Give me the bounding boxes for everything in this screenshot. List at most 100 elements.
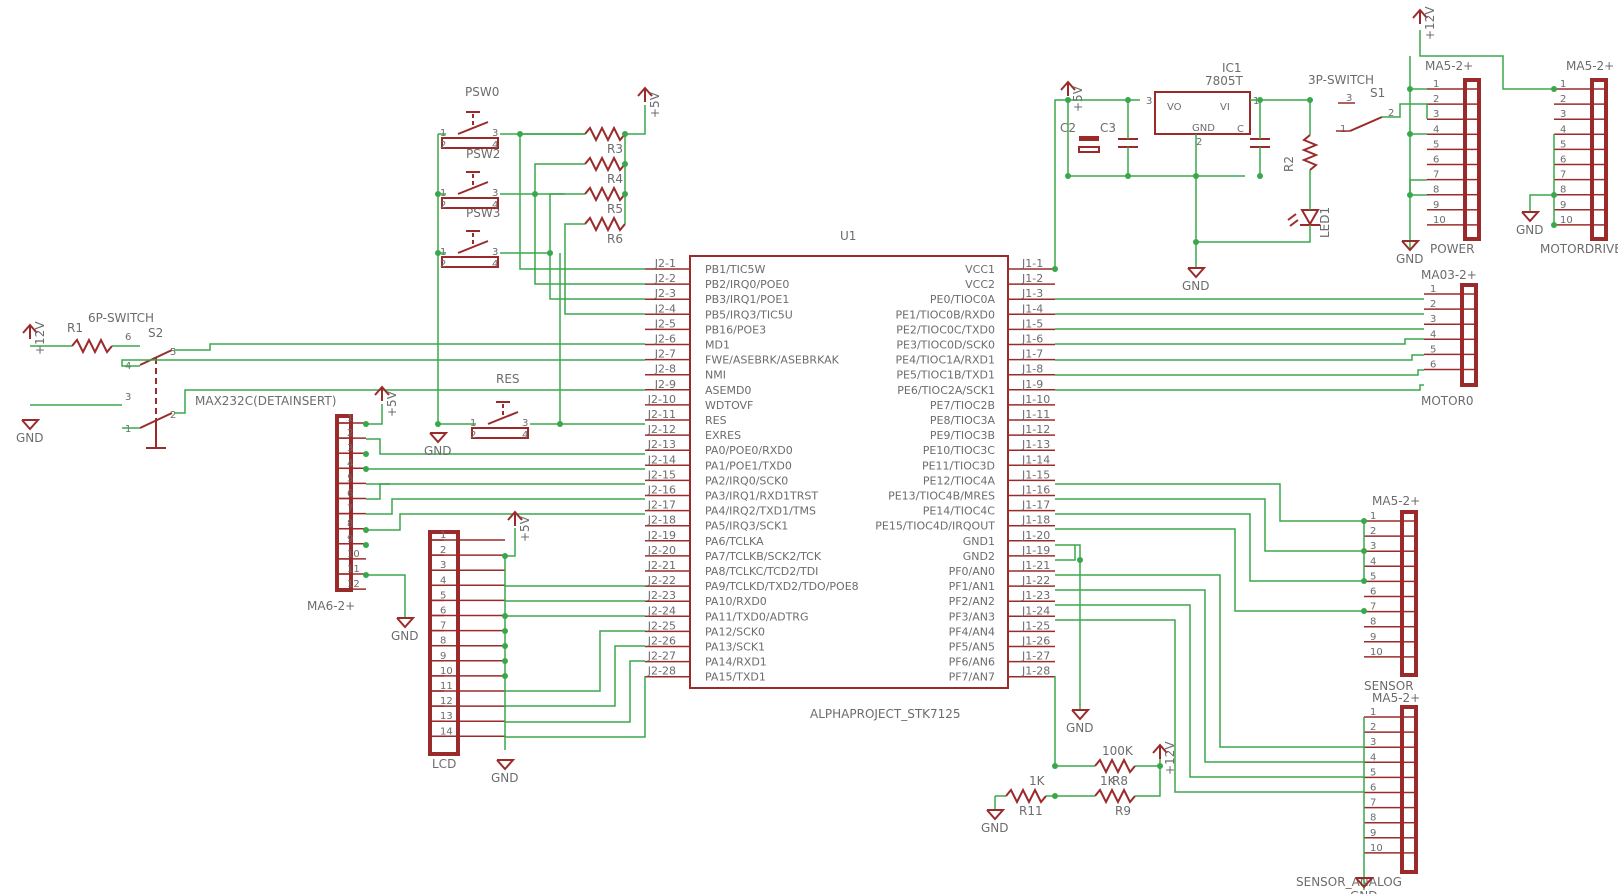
junction-dot (1361, 548, 1367, 554)
junction-dot (1065, 97, 1071, 103)
u1-left-pin-number: J2-17 (647, 499, 676, 512)
connector-pin-number: 2 (1370, 526, 1376, 537)
connector-pin-number: 5 (347, 473, 353, 484)
wire (1055, 338, 1424, 345)
u1-right-pin-signal: PE1/TIOC0B/RXD0 (896, 308, 996, 321)
r3-label: R3 (607, 142, 623, 156)
u1-right-pin-signal: PE0/TIOC0A (930, 293, 996, 306)
psw3-pin-number: 2 (440, 259, 446, 270)
r4-label: R4 (607, 172, 623, 186)
ground-symbol: GND (1350, 877, 1378, 894)
wire (174, 389, 645, 414)
u1-right-pin-number: J1-16 (1021, 484, 1050, 497)
r9-label: R9 (1115, 804, 1131, 818)
u1-left-pin-number: J2-12 (647, 423, 676, 436)
u1-left-pin-signal: WDTOVF (705, 399, 753, 412)
u1-right-pin-number: J1-4 (1021, 302, 1043, 315)
u1-left-pin-signal: PA3/IRQ1/RXD1TRST (705, 490, 818, 503)
u1-body (689, 255, 1009, 689)
connector-pin-number: 10 (1560, 215, 1573, 226)
connector-pin-number: 2 (440, 545, 446, 556)
junction-dot (1052, 793, 1058, 799)
motor0-connector-body (1460, 283, 1478, 387)
junction-dot (1157, 763, 1163, 769)
sensor-analog-connector-body (1400, 705, 1418, 874)
u1-right-pin-signal: PE15/TIOC4D/IRQOUT (875, 520, 995, 533)
u1-left-pin-signal: PA4/IRQ2/TXD1/TMS (705, 505, 816, 518)
junction-dot (435, 191, 441, 197)
wire (1382, 103, 1427, 118)
ground-symbol: GND (1066, 709, 1094, 735)
connector-pin-number: 9 (440, 651, 446, 662)
max232-connector-body (335, 414, 353, 592)
junction-dot (363, 451, 369, 457)
wire (366, 483, 645, 500)
ic1-vo: VO (1167, 102, 1182, 113)
connector-pin-number: 3 (1370, 737, 1376, 748)
power-connector-name: POWER (1430, 242, 1474, 256)
wire (1055, 604, 1364, 778)
lcd-connector-body (428, 530, 460, 756)
u1-right-pin-number: J1-28 (1021, 665, 1050, 678)
connector-pin-number: 2 (1560, 94, 1566, 105)
ground-label: GND (1350, 889, 1378, 894)
psw3-pin-number: 3 (492, 247, 498, 258)
supply-symbol: +12V (22, 321, 47, 355)
connector-pin-number: 4 (1370, 556, 1376, 567)
connector-pin-number: 2 (1430, 299, 1436, 310)
junction-dot (1551, 222, 1557, 228)
u1-left-pin-number: J2-10 (647, 393, 676, 406)
ic1-pin3: 3 (1146, 96, 1152, 107)
wire (1055, 513, 1364, 582)
wire (505, 660, 645, 723)
wire (534, 163, 645, 285)
psw3-label: PSW3 (466, 206, 500, 220)
wire (1135, 766, 1161, 797)
supply-symbol: +5V (374, 385, 399, 417)
u1-right-pin-signal: PE12/TIOC4A (923, 474, 996, 487)
u1-left-pin-number: J2-19 (647, 529, 676, 542)
junction-dot (1551, 86, 1557, 92)
u1-right-pin-signal: PE9/TIOC3B (930, 429, 995, 442)
junction-dot (1257, 173, 1263, 179)
u1-right-pin-number: J1-17 (1021, 499, 1050, 512)
u1-left-pin-number: J2-7 (654, 348, 676, 361)
u1-left-pin-signal: FWE/ASEBRK/ASEBRKAK (705, 354, 840, 367)
motordriver-connector-name: MOTORDRIVER (1540, 242, 1618, 256)
junction-dot (363, 572, 369, 578)
analog-resistors: 100K 1K R8 R9 1K R11 (1005, 744, 1136, 818)
ground-label: GND (1396, 252, 1424, 266)
junction-dot (622, 131, 628, 137)
connector-pin-number: 9 (1370, 828, 1376, 839)
r11-value: 1K (1029, 774, 1046, 788)
junction-dot (1407, 192, 1413, 198)
connector-pin-number: 8 (347, 519, 353, 530)
u1-right-pin-number: J1-26 (1021, 635, 1050, 648)
connector-pin-number: 6 (347, 489, 353, 500)
ground-label: GND (1516, 223, 1544, 237)
r6-label: R6 (607, 232, 623, 246)
connector-pin-number: 4 (1433, 124, 1439, 135)
connector-pin-number: 6 (1370, 783, 1376, 794)
u1-right-pin-number: J1-5 (1021, 317, 1043, 330)
connector-pin-number: 3 (1433, 109, 1439, 120)
u1-right-pin-signal: PE2/TIOC0C/TXD0 (896, 323, 995, 336)
s1-type: 3P-SWITCH (1308, 73, 1374, 87)
connector-pin-number: 3 (1430, 314, 1436, 325)
u1-left-pin-number: J2-24 (647, 604, 676, 617)
s1-switch: 3P-SWITCH S1 3 2 1 (1308, 73, 1394, 135)
wire (505, 676, 646, 738)
u1-right-pin-number: J1-10 (1021, 393, 1050, 406)
u1-left-pin-signal: MD1 (705, 339, 730, 352)
junction-dot (1551, 192, 1557, 198)
max232-connector-type: MA6-2+ (307, 599, 355, 613)
wire (1055, 483, 1364, 522)
c-capacitor-out (1250, 138, 1270, 148)
ground-symbol: GND (16, 419, 44, 445)
